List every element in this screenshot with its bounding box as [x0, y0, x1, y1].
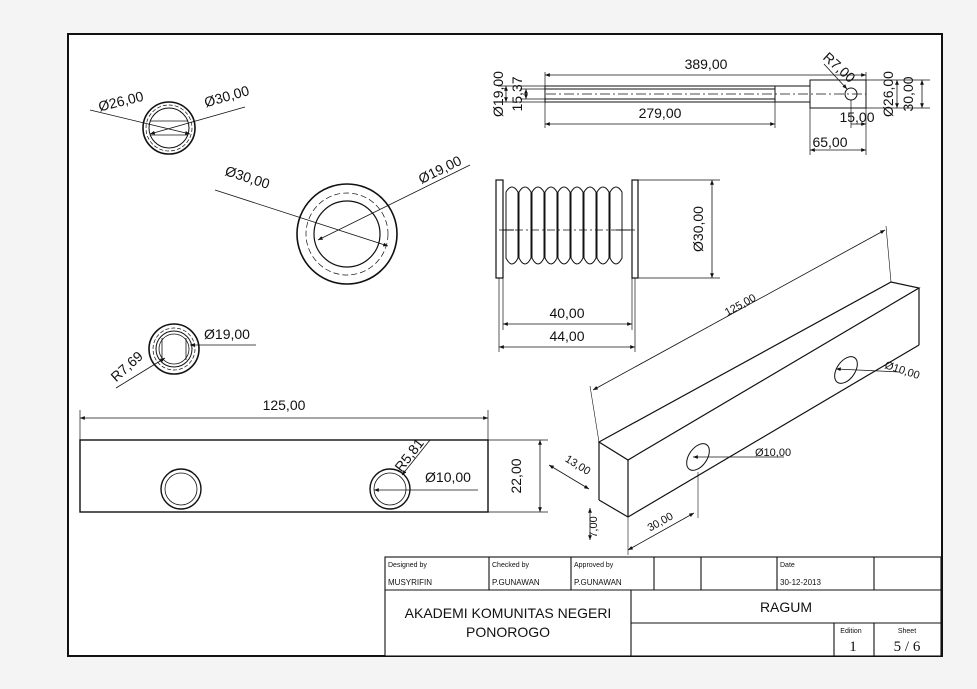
- dim-bar-hole: Ø10,00: [425, 469, 471, 485]
- dim-spring-outer: 44,00: [549, 328, 584, 344]
- value-approved-by: P.GUNAWAN: [574, 578, 622, 587]
- dim-hole-offset: 15,00: [839, 109, 874, 125]
- dim-spring-dia: Ø30,00: [690, 206, 706, 252]
- bar-body: [79, 439, 489, 513]
- shaft-view: [498, 63, 930, 155]
- dim-shaft-inner: 279,00: [639, 105, 682, 121]
- dim-bar-length: 125,00: [263, 397, 306, 413]
- value-designed-by: MUSYRIFIN: [388, 578, 432, 587]
- dim-iso-hole-a: Ø10,00: [755, 447, 791, 459]
- org-name-line2: PONOROGO: [466, 624, 550, 640]
- label-checked-by: Checked by: [492, 562, 529, 569]
- dim-shaft-length: 389,00: [685, 56, 728, 72]
- label-approved-by: Approved by: [574, 562, 614, 569]
- dim-shaft-end: 65,00: [812, 134, 847, 150]
- dim-height-30: 30,00: [900, 76, 916, 111]
- dim-dia-left: Ø19,00: [490, 71, 506, 117]
- org-name-line1: AKADEMI KOMUNITAS NEGERI: [405, 605, 612, 621]
- dim-dia-right: Ø26,00: [880, 71, 896, 117]
- dim-iso-height: 7,00: [588, 516, 600, 537]
- value-checked-by: P.GUNAWAN: [492, 578, 540, 587]
- ring-small: [115, 323, 256, 389]
- bar-front: [79, 410, 548, 513]
- drawing-title: RAGUM: [760, 599, 812, 615]
- washer-large: [214, 164, 471, 285]
- label-date: Date: [780, 562, 795, 569]
- value-sheet: 5 / 6: [894, 639, 921, 655]
- label-sheet: Sheet: [898, 628, 916, 635]
- dim-15-37: 15,37: [509, 76, 525, 111]
- dim-bar-height: 22,00: [508, 458, 524, 493]
- washer-small: [89, 101, 246, 155]
- label-designed-by: Designed by: [388, 562, 427, 569]
- dim-spring-inner: 40,00: [549, 305, 584, 321]
- value-edition: 1: [849, 639, 857, 655]
- dim-ring-dia: Ø19,00: [204, 326, 250, 342]
- bar-iso: [548, 225, 921, 555]
- value-date: 30-12-2013: [780, 578, 821, 587]
- title-block: [384, 556, 942, 657]
- label-edition: Edition: [840, 628, 862, 635]
